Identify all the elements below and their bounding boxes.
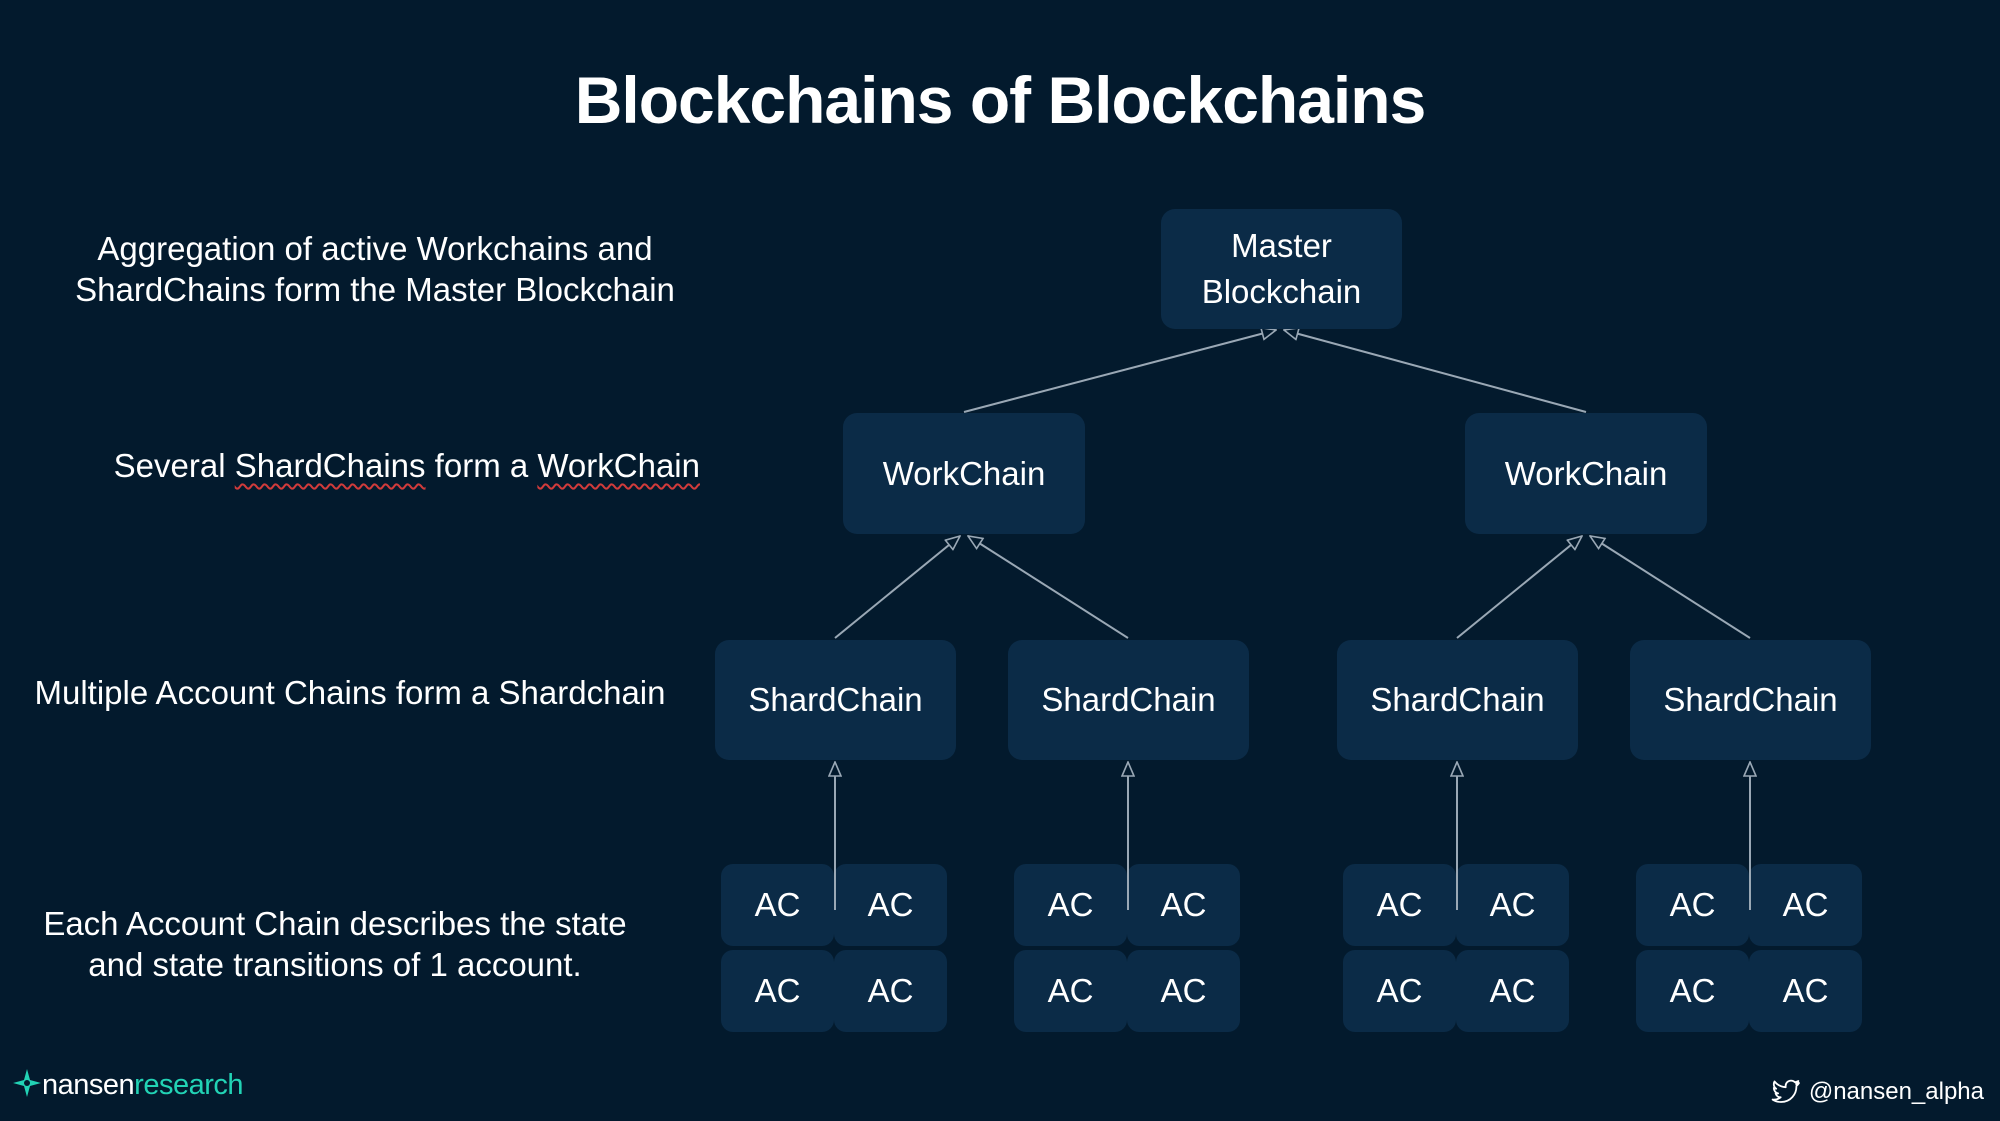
account-chain-2-3: AC xyxy=(1014,950,1127,1032)
account-chain-3-2: AC xyxy=(1456,864,1569,946)
master-description-line-2: ShardChains form the Master Blockchain xyxy=(75,271,675,308)
shardchain-description: Multiple Account Chains form a Shardchai… xyxy=(34,674,666,711)
logo-text-research: research xyxy=(134,1069,243,1101)
account-chain-3-4: AC xyxy=(1456,950,1569,1032)
shardchain-node-2: ShardChain xyxy=(1008,640,1249,760)
account-chain-1-2: AC xyxy=(834,864,947,946)
account-description-line-1: Each Account Chain describes the state xyxy=(43,905,627,942)
workchain-description-word-1: ShardChains xyxy=(234,447,426,484)
account-chain-4-2: AC xyxy=(1749,864,1862,946)
nansen-research-logo: nansenresearch xyxy=(12,1068,243,1103)
account-chain-4-1: AC xyxy=(1636,864,1749,946)
account-description-line-2: and state transitions of 1 account. xyxy=(88,946,582,983)
twitter-handle: @nansen_alpha xyxy=(1771,1078,1984,1106)
workchain-description: Several ShardChains form a WorkChain xyxy=(60,445,700,486)
account-chain-2-1: AC xyxy=(1014,864,1127,946)
account-chain-3-1: AC xyxy=(1343,864,1456,946)
edge-workchain-left-to-master xyxy=(963,330,1276,413)
edge-workchain-right-to-master xyxy=(1284,330,1587,413)
workchain-description-mid: form a xyxy=(425,447,538,484)
account-chain-4-3: AC xyxy=(1636,950,1749,1032)
edge-shard-3-to-workchain-right xyxy=(1456,536,1582,639)
nansen-star-icon xyxy=(12,1068,42,1103)
workchain-node-left: WorkChain xyxy=(843,413,1085,534)
logo-text-nansen: nansen xyxy=(42,1069,135,1101)
shardchain-node-1: ShardChain xyxy=(715,640,956,760)
account-chain-4-4: AC xyxy=(1749,950,1862,1032)
account-chain-3-3: AC xyxy=(1343,950,1456,1032)
edge-shard-1-to-workchain-left xyxy=(834,536,960,639)
master-description: Aggregation of active Workchains and Sha… xyxy=(60,228,690,310)
workchain-description-word-2: WorkChain xyxy=(537,447,700,484)
account-chain-2-2: AC xyxy=(1127,864,1240,946)
master-node-line-1: Master xyxy=(1231,227,1332,264)
account-chain-1-1: AC xyxy=(721,864,834,946)
twitter-bird-icon xyxy=(1771,1079,1800,1103)
twitter-handle-text: @nansen_alpha xyxy=(1808,1078,1984,1105)
account-description: Each Account Chain describes the state a… xyxy=(30,903,640,985)
workchain-node-right: WorkChain xyxy=(1465,413,1707,534)
shardchain-node-4: ShardChain xyxy=(1630,640,1871,760)
edge-shard-2-to-workchain-left xyxy=(968,536,1129,639)
account-chain-2-4: AC xyxy=(1127,950,1240,1032)
workchain-description-before: Several xyxy=(113,447,235,484)
master-description-line-1: Aggregation of active Workchains and xyxy=(97,230,653,267)
page-title: Blockchains of Blockchains xyxy=(574,63,1427,137)
account-chain-1-4: AC xyxy=(834,950,947,1032)
master-blockchain-node: Master Blockchain xyxy=(1161,209,1402,329)
edge-shard-4-to-workchain-right xyxy=(1590,536,1751,639)
account-chain-1-3: AC xyxy=(721,950,834,1032)
shardchain-node-3: ShardChain xyxy=(1337,640,1578,760)
master-node-line-2: Blockchain xyxy=(1201,273,1362,310)
